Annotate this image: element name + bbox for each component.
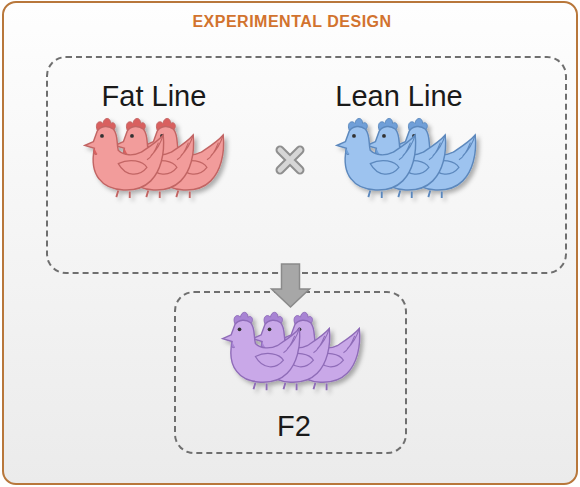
f2-group: F2 [174,291,407,454]
cross-symbol [280,150,300,170]
block-arrow [272,264,310,307]
lean-hens [337,118,476,198]
parent-lines-group: Fat Line Lean Line [46,56,567,274]
f2-hens [223,312,360,390]
fat-hens [85,118,224,198]
panel-title: EXPERIMENTAL DESIGN [192,13,391,31]
group-label: Lean Line [335,80,462,113]
group-label: Fat Line [102,80,207,113]
group-label: F2 [277,410,311,443]
